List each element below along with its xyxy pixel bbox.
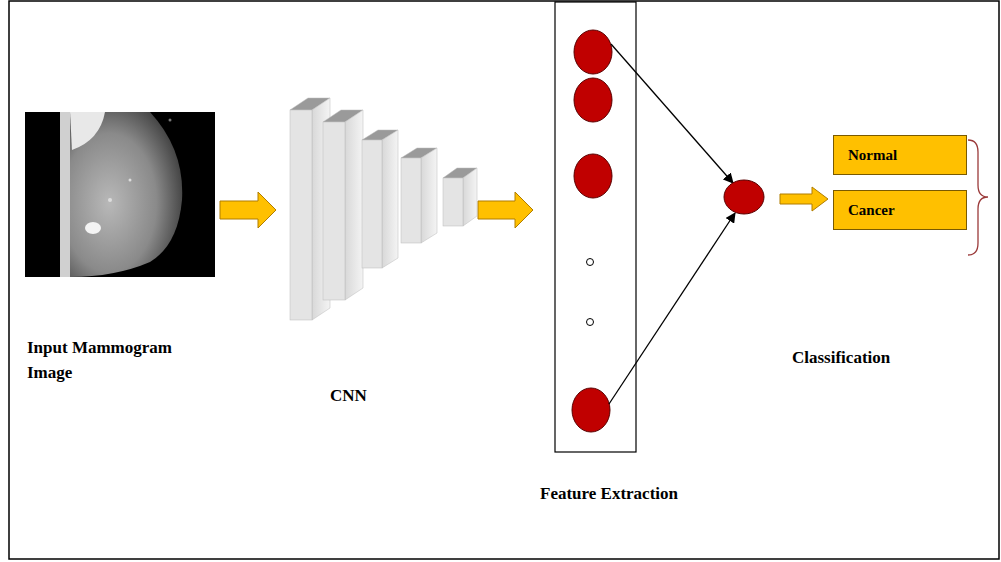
frame bbox=[9, 1, 999, 559]
output-neuron bbox=[724, 180, 764, 214]
caption-label: Input Mammogram Image bbox=[27, 336, 202, 385]
feature-column bbox=[555, 2, 636, 452]
feature-neurons bbox=[572, 30, 612, 432]
class-label: Cancer bbox=[848, 202, 895, 219]
class-label: Normal bbox=[848, 147, 897, 164]
caption-label: Feature Extraction bbox=[540, 482, 740, 507]
cnn-layers bbox=[290, 98, 477, 320]
brace bbox=[968, 140, 988, 255]
connection-line bbox=[609, 44, 735, 404]
class-box: Normal bbox=[833, 135, 967, 175]
ellipsis-dots bbox=[587, 259, 594, 326]
class-box: Cancer bbox=[833, 190, 967, 230]
mammogram-image bbox=[25, 112, 215, 277]
caption-label: CNN bbox=[330, 384, 410, 409]
caption-label: Classification bbox=[792, 346, 942, 371]
